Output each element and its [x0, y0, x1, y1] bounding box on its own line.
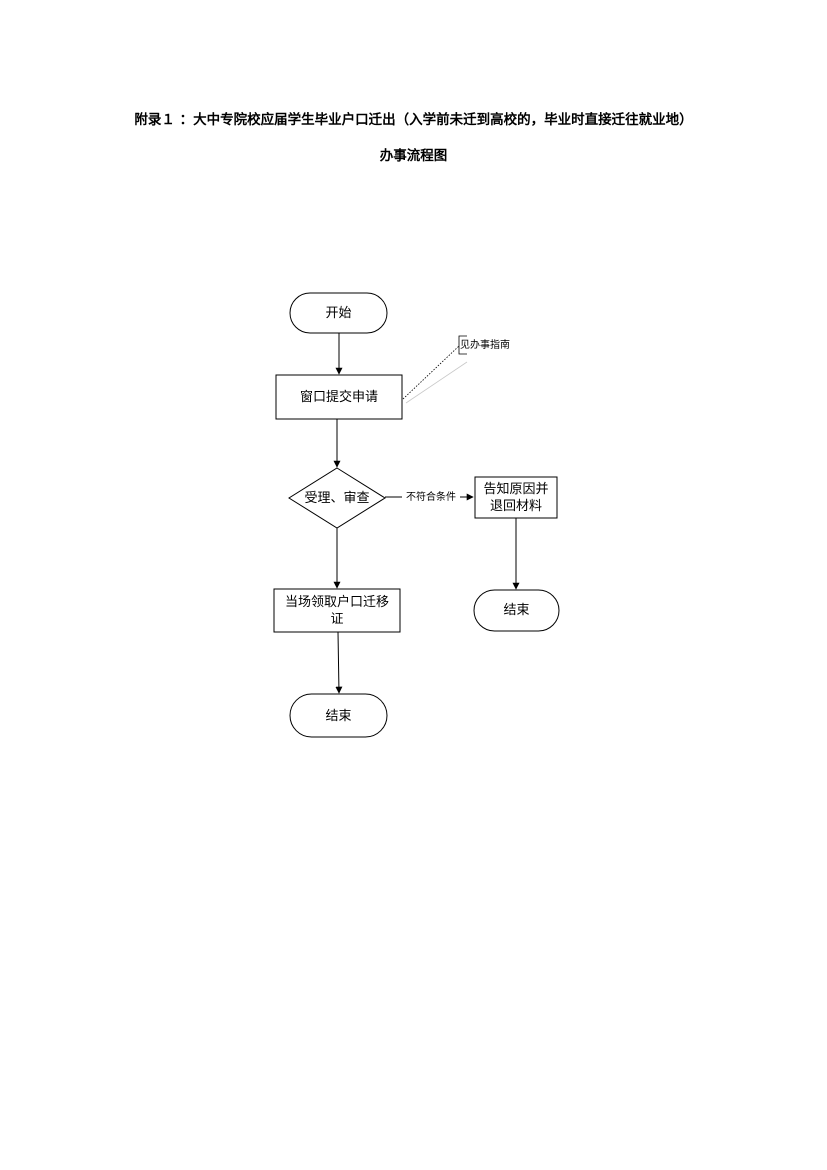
annotation-bracket [458, 335, 467, 355]
annotation-text: 见办事指南 [460, 338, 510, 351]
reject-node: 告知原因并 退回材料 [474, 476, 558, 519]
review-decision: 受理、审查 [288, 467, 386, 529]
issue-label-line2: 证 [330, 612, 343, 627]
page-title: 附录１ ：大中专院校应届学生毕业户口迁出（入学前未迁到高校的，毕业时直接迁往就业… [134, 112, 693, 128]
end-reject-label: 结束 [503, 603, 529, 618]
start-label: 开始 [325, 306, 351, 321]
start-node: 开始 [289, 292, 388, 334]
reject-condition-label: 不符合条件 [406, 490, 456, 503]
end-node-reject: 结束 [473, 589, 560, 632]
guide-annotation: 见办事指南 [402, 335, 510, 404]
annotation-connector [402, 345, 460, 400]
submit-node: 窗口提交申请 [275, 374, 403, 420]
end-main-label: 结束 [325, 709, 351, 724]
end-node-main: 结束 [289, 693, 388, 738]
issue-label-line1: 当场领取户口迁移 [285, 594, 389, 610]
review-label: 受理、审查 [304, 491, 369, 506]
reject-label-line2: 退回材料 [490, 499, 542, 514]
arrow-issue-to-end [335, 631, 343, 694]
reject-label-line1: 告知原因并 [483, 481, 548, 497]
page-subtitle: 办事流程图 [379, 148, 448, 164]
submit-label: 窗口提交申请 [300, 389, 378, 405]
issue-node: 当场领取户口迁移 证 [273, 588, 401, 633]
